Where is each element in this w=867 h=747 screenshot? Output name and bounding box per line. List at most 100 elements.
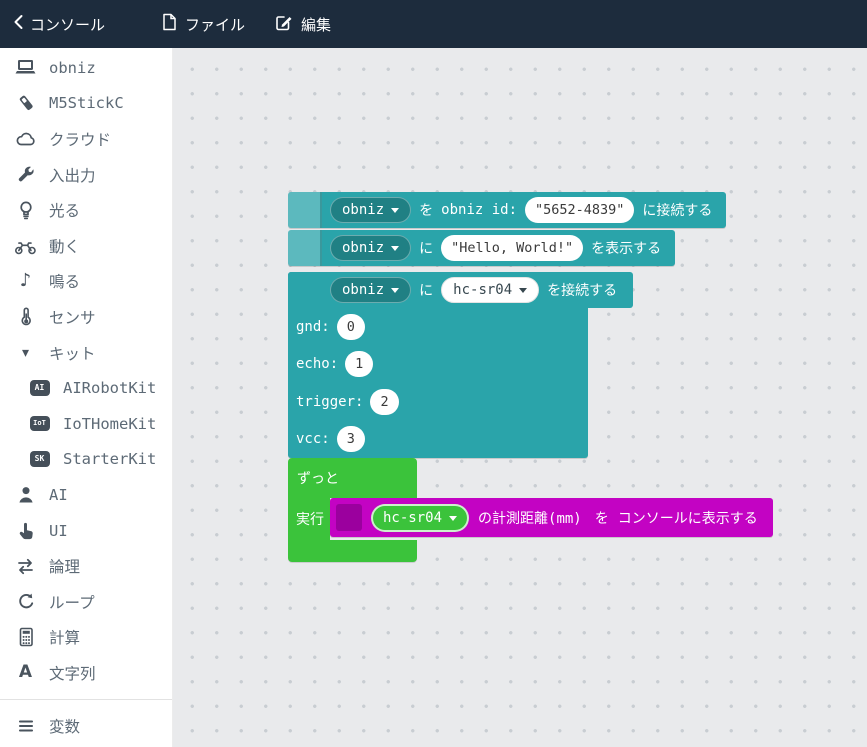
sidebar-item-loop[interactable]: ループ [0, 584, 172, 620]
block-label: を表示する [591, 241, 662, 257]
block-label: コンソールに表示する [617, 510, 758, 527]
sidebar-item-logic[interactable]: 論理 [0, 548, 172, 584]
block-forever-loop[interactable]: ずっと 実行 [288, 458, 417, 562]
iot-badge-icon: IoT [27, 416, 52, 432]
obniz-id-field[interactable]: "5652-4839" [525, 197, 635, 223]
sidebar-item-label: 光る [49, 202, 81, 221]
block-label: に [419, 241, 434, 257]
block-connector-tab [288, 192, 322, 228]
lightbulb-icon [13, 200, 38, 220]
sidebar-item-light[interactable]: 光る [0, 192, 172, 228]
motorcycle-icon [13, 237, 38, 255]
sidebar-item-sound[interactable]: ♪ 鳴る [0, 264, 172, 300]
display-text-field[interactable]: "Hello, World!" [441, 235, 584, 261]
sidebar-item-m5stickc[interactable]: M5StickC [0, 86, 172, 122]
caret-down-icon [519, 288, 528, 293]
pin-field-trigger: trigger: 2 [288, 383, 588, 421]
caret-down-icon [449, 515, 458, 521]
caret-down-icon: ▾ [21, 344, 30, 361]
pin-value-field[interactable]: 0 [336, 313, 365, 340]
dropdown-value: obniz [342, 202, 385, 218]
pin-field-echo: echo: 1 [288, 346, 588, 384]
sidebar-item-variables[interactable]: 変数 [0, 709, 172, 745]
sidebar-item-obniz[interactable]: obniz [0, 50, 172, 86]
forever-footer [288, 540, 417, 562]
sidebar-item-label: obniz [49, 58, 96, 77]
sidebar-item-math[interactable]: 計算 [0, 620, 172, 656]
block-obniz-connect[interactable]: obniz を obniz id: "5652-4839" に接続する [288, 192, 727, 228]
sk-badge-icon: SK [27, 451, 52, 468]
caret-down-icon [391, 288, 400, 293]
sidebar-divider [0, 698, 172, 700]
obniz-variable-dropdown[interactable]: obniz [330, 235, 412, 261]
sidebar-item-label: StarterKit [63, 450, 157, 469]
toolbox-sidebar: obniz M5StickC クラウド 入出力 [0, 48, 173, 747]
calculator-icon [13, 627, 38, 647]
file-icon [161, 13, 177, 35]
hand-pointer-icon [13, 521, 38, 541]
sidebar-item-ui[interactable]: UI [0, 513, 172, 549]
swap-arrows-icon [13, 557, 38, 576]
pin-label: echo: [296, 356, 339, 373]
sidebar-item-label: センサ [49, 308, 96, 327]
block-label: の計測距離(mm) [478, 510, 582, 527]
caret-down-icon [391, 246, 400, 251]
edit-menu-button[interactable]: 編集 [275, 0, 331, 48]
sidebar-item-cloud[interactable]: クラウド [0, 121, 172, 157]
sidebar-item-move[interactable]: 動く [0, 228, 172, 264]
stick-device-icon [13, 93, 38, 113]
sidebar-item-iothomekit[interactable]: IoT IoTHomeKit [0, 406, 172, 442]
block-canvas[interactable]: obniz を obniz id: "5652-4839" に接続する obni… [173, 48, 867, 747]
part-dropdown[interactable]: hc-sr04 [441, 277, 540, 303]
hcsr04-pin-fields: gnd: 0 echo: 1 trigger: 2 vcc: 3 [288, 308, 588, 458]
block-connector-tab [336, 504, 362, 531]
sidebar-item-string[interactable]: A 文字列 [0, 655, 172, 691]
sidebar-item-label: M5StickC [49, 94, 124, 113]
topbar: コンソール ファイル 編集 [0, 0, 867, 48]
sidebar-item-starterkit[interactable]: SK StarterKit [0, 442, 172, 478]
ai-badge-icon: AI [27, 380, 52, 397]
menu-lines-icon [13, 717, 38, 735]
edit-menu-label: 編集 [301, 15, 332, 34]
sidebar-item-label: UI [49, 521, 68, 540]
sidebar-item-label: 鳴る [49, 273, 81, 292]
console-back-button[interactable]: コンソール [12, 0, 105, 48]
sidebar-item-ai[interactable]: AI [0, 477, 172, 513]
file-menu-label: ファイル [185, 15, 246, 34]
cloud-icon [13, 130, 38, 147]
laptop-icon [13, 59, 38, 76]
file-menu-button[interactable]: ファイル [161, 0, 245, 48]
sidebar-item-label: 計算 [49, 629, 81, 648]
block-display-text[interactable]: obniz に "Hello, World!" を表示する [288, 230, 676, 266]
block-label: に接続する [642, 203, 713, 219]
block-label: を [594, 510, 609, 527]
forever-do-arm: 実行 [288, 498, 330, 540]
sidebar-item-sensor[interactable]: センサ [0, 299, 172, 335]
dropdown-value: obniz [342, 240, 385, 256]
pin-label: vcc: [296, 431, 330, 448]
block-print-console[interactable]: hc-sr04 の計測距離(mm) を コンソールに表示する [330, 498, 773, 537]
block-hcsr04-connect[interactable]: obniz に hc-sr04 を接続する gnd: 0 [288, 272, 634, 458]
pin-value-field[interactable]: 2 [370, 388, 399, 415]
dropdown-value: hc-sr04 [383, 509, 443, 526]
forever-header: ずっと [288, 458, 417, 498]
sidebar-item-label: 入出力 [49, 166, 96, 185]
sidebar-item-airobotkit[interactable]: AI AIRobotKit [0, 370, 172, 406]
obniz-variable-dropdown[interactable]: obniz [330, 197, 412, 223]
block-label: を接続する [547, 283, 618, 299]
thermometer-icon [13, 307, 38, 327]
loop-arrow-icon [13, 592, 38, 612]
sidebar-item-kit[interactable]: ▾ キット [0, 335, 172, 371]
pin-value-field[interactable]: 3 [336, 426, 365, 453]
sidebar-item-label: 論理 [49, 558, 81, 577]
sidebar-item-io[interactable]: 入出力 [0, 157, 172, 193]
dropdown-value: hc-sr04 [453, 282, 513, 298]
pin-value-field[interactable]: 1 [345, 351, 374, 378]
block-connector-tab [288, 230, 322, 266]
pin-field-vcc: vcc: 3 [288, 421, 588, 459]
sidebar-item-label: AIRobotKit [63, 379, 157, 398]
hcsr04-part-dropdown[interactable]: hc-sr04 [371, 503, 470, 532]
block-label: ずっと [297, 471, 339, 487]
obniz-variable-dropdown[interactable]: obniz [330, 277, 412, 303]
